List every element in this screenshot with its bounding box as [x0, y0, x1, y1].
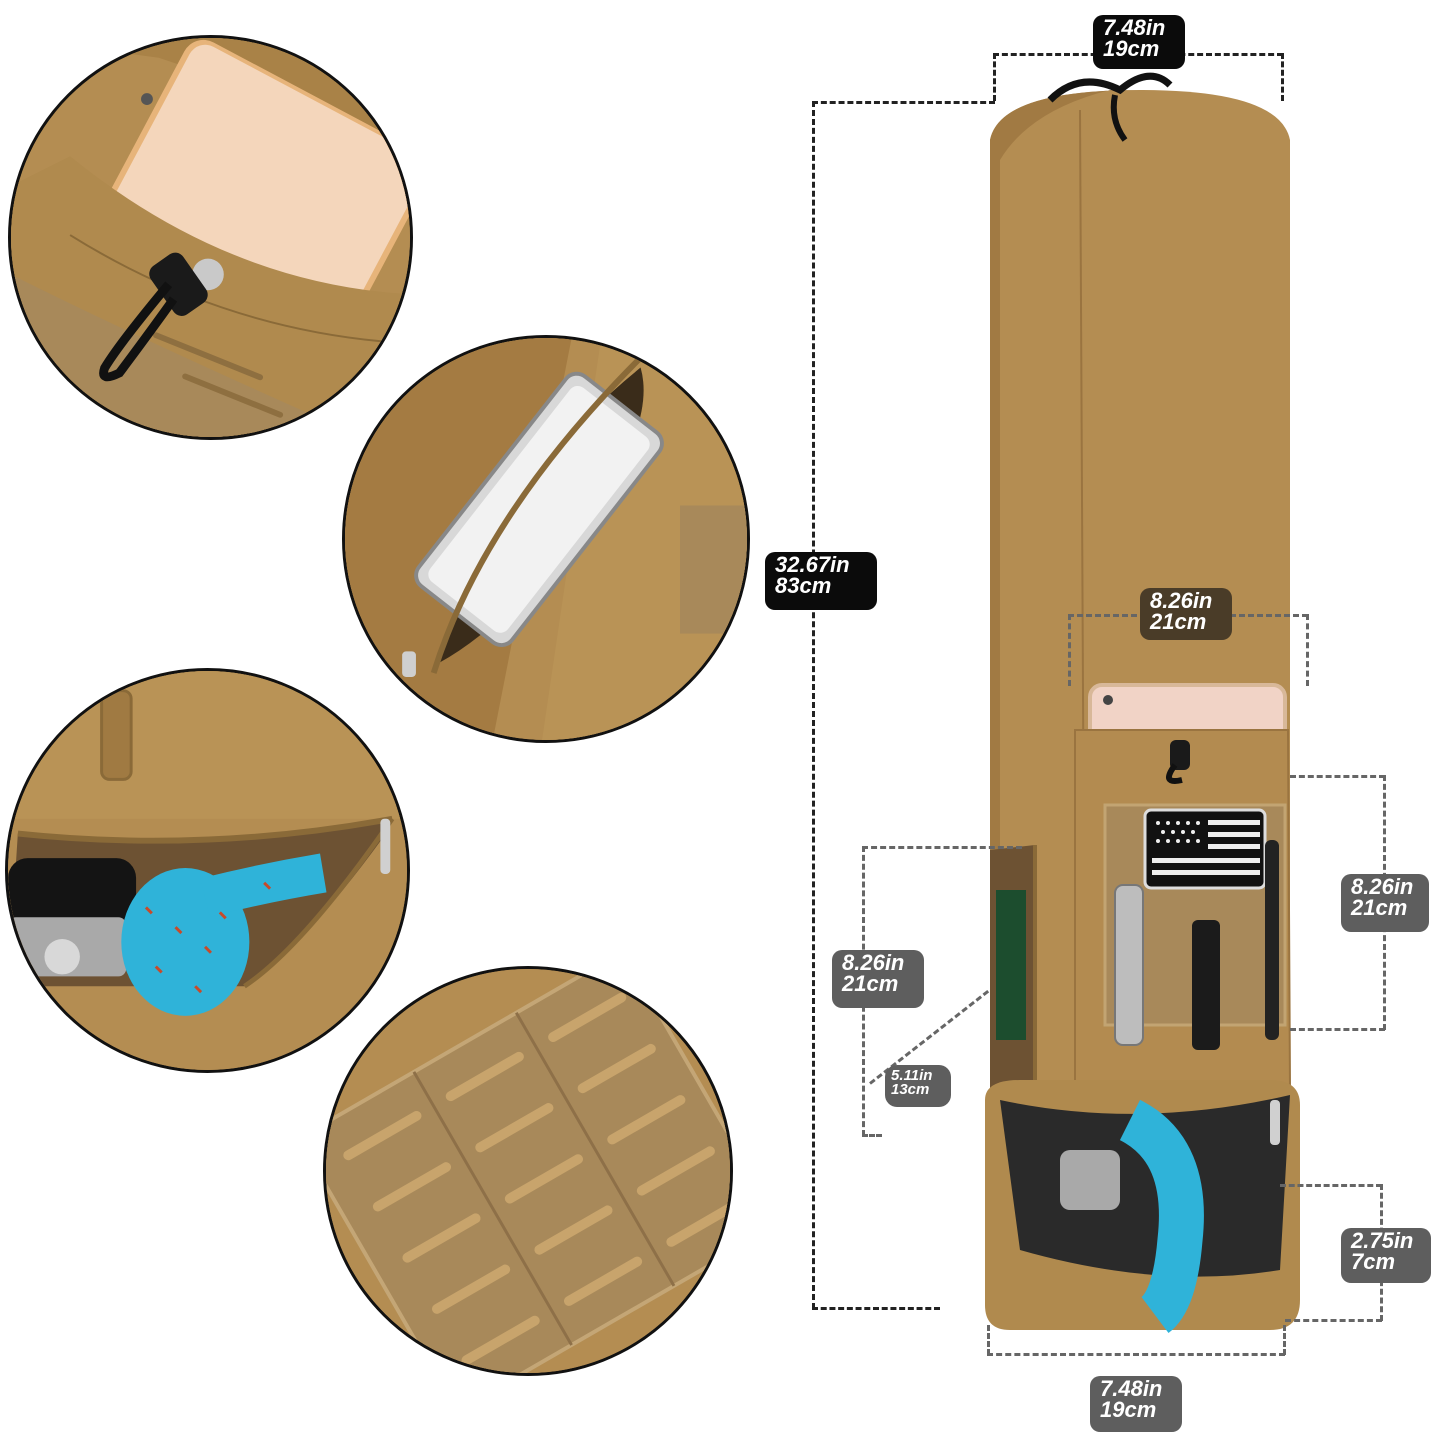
- tablet-pocket-illustration: [11, 38, 410, 437]
- dimension-tick-bottom-height-top: [1280, 1184, 1382, 1187]
- dimension-tick-pocket-height-bottom: [1290, 1028, 1385, 1031]
- label-front-pocket-width-cm: 21cm: [1150, 608, 1207, 634]
- dimension-tick-bottom-height-bottom: [1285, 1319, 1382, 1322]
- label-front-pocket-width: 8.26in 21cm: [1140, 588, 1232, 640]
- label-front-pocket-height: 8.26in 21cm: [1341, 874, 1429, 932]
- detail-circle-side-zip-pocket: [342, 335, 750, 743]
- label-front-pocket-height-cm: 21cm: [1351, 894, 1408, 920]
- us-flag-patch: [1143, 808, 1267, 890]
- label-bottom-height-in: 2.75in: [1351, 1228, 1414, 1253]
- label-bottom-width: 7.48in 19cm: [1090, 1376, 1182, 1432]
- label-side-pocket-depth: 5.11in 13cm: [885, 1065, 951, 1107]
- label-top-width-cm: 19cm: [1103, 35, 1160, 61]
- dimension-tick-side-height-top: [862, 846, 1022, 849]
- label-total-height: 32.67in 83cm: [765, 552, 877, 610]
- velcro-panel-illustration: [326, 969, 730, 1373]
- dimension-tick-side-height-bottom: [862, 1134, 882, 1137]
- label-top-width: 7.48in 19cm: [1093, 15, 1185, 69]
- label-top-width-in: 7.48in: [1103, 15, 1166, 40]
- dimension-line-bottom-width: [987, 1353, 1285, 1356]
- detail-circle-velcro-panel: [323, 966, 733, 1376]
- bag-illustration: [985, 72, 1300, 1333]
- dimension-tick-bottom-left: [987, 1325, 990, 1355]
- dimension-tick-top-right: [1281, 53, 1284, 101]
- dimension-tick-height-top: [812, 101, 995, 104]
- detail-circle-top-pocket: [8, 35, 413, 440]
- label-side-pocket-height-cm: 21cm: [842, 970, 899, 996]
- dimension-tick-pocket-left: [1068, 614, 1071, 686]
- label-side-pocket-depth-in: 5.11in: [891, 1067, 933, 1084]
- dimension-tick-pocket-height-top: [1290, 775, 1385, 778]
- dimension-tick-top-left: [993, 53, 996, 101]
- label-bottom-width-cm: 19cm: [1100, 1396, 1157, 1422]
- dimension-tick-height-bottom: [812, 1307, 940, 1310]
- label-bottom-width-in: 7.48in: [1100, 1376, 1163, 1401]
- dimension-line-total-height: [812, 101, 815, 1309]
- dimension-tick-pocket-right: [1306, 614, 1309, 686]
- label-side-pocket-height: 8.26in 21cm: [832, 950, 924, 1008]
- label-side-pocket-depth-cm: 13cm: [891, 1081, 930, 1099]
- label-front-pocket-width-in: 8.26in: [1150, 588, 1213, 613]
- label-bottom-compartment-height: 2.75in 7cm: [1341, 1228, 1431, 1283]
- side-zip-pocket-illustration: [345, 338, 747, 740]
- label-side-pocket-height-in: 8.26in: [842, 950, 905, 975]
- detail-circle-bottom-compartment: [5, 668, 410, 1073]
- dimension-tick-bottom-right: [1283, 1325, 1286, 1355]
- label-bottom-height-cm: 7cm: [1351, 1248, 1396, 1274]
- bottom-compartment-illustration: [8, 671, 407, 1070]
- label-front-pocket-height-in: 8.26in: [1351, 874, 1414, 899]
- label-total-height-in: 32.67in: [775, 552, 850, 577]
- label-total-height-cm: 83cm: [775, 572, 832, 598]
